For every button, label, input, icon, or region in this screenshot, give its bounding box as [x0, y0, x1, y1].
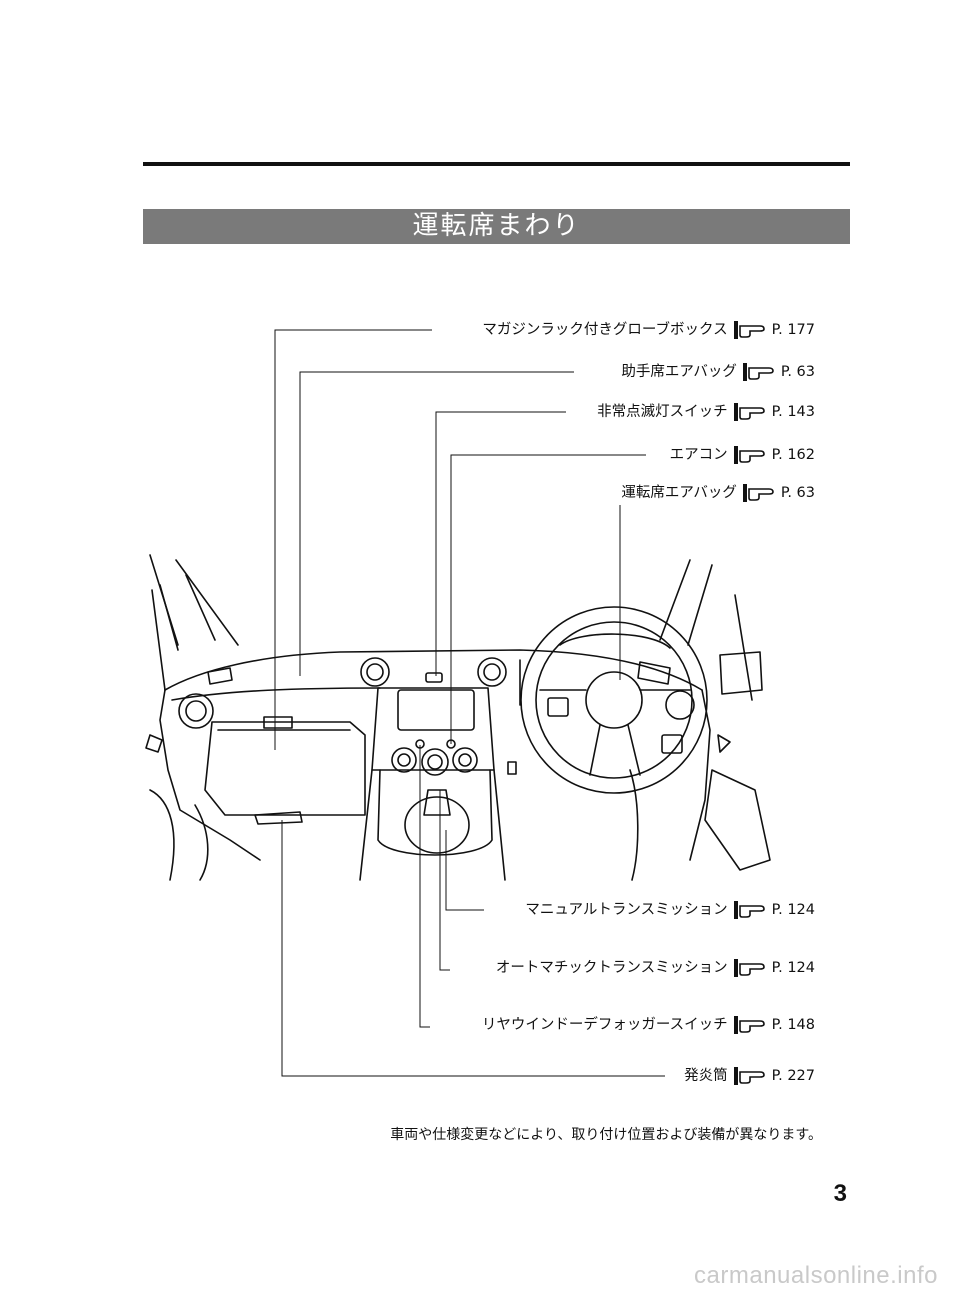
callout-label: 非常点滅灯スイッチ — [597, 404, 728, 420]
pointing-hand-icon — [733, 901, 765, 919]
callout-automatic-transmission: オートマチックトランスミッション P. 124 — [489, 956, 815, 980]
callout-page: P. 227 — [771, 1068, 815, 1084]
callout-label: 助手席エアバッグ — [621, 364, 737, 380]
callout-manual-transmission: マニュアルトランスミッション P. 124 — [519, 898, 815, 922]
pointing-hand-icon — [733, 446, 765, 464]
pointing-hand-icon — [733, 321, 765, 339]
callout-label: マガジンラック付きグローブボックス — [482, 322, 728, 338]
pointing-hand-icon — [742, 363, 774, 381]
callout-hazard-switch: 非常点滅灯スイッチ P. 143 — [591, 400, 815, 424]
callout-rear-defogger-switch: リヤウインドーデフォッガースイッチ P. 148 — [475, 1013, 815, 1037]
page-number: 3 — [833, 1180, 847, 1207]
callout-label: オートマチックトランスミッション — [495, 960, 728, 976]
pointing-hand-icon — [733, 959, 765, 977]
watermark: carmanualsonline.info — [694, 1262, 938, 1289]
callout-label: リヤウインドーデフォッガースイッチ — [481, 1017, 728, 1033]
callout-page: P. 143 — [771, 404, 815, 420]
callout-label: 発炎筒 — [684, 1068, 728, 1084]
callout-passenger-airbag: 助手席エアバッグ P. 63 — [615, 360, 815, 384]
pointing-hand-icon — [733, 1067, 765, 1085]
callout-page: P. 177 — [771, 322, 815, 338]
callout-page: P. 148 — [771, 1017, 815, 1033]
callout-page: P. 162 — [771, 447, 815, 463]
callout-glove-box: マガジンラック付きグローブボックス P. 177 — [476, 318, 815, 342]
pointing-hand-icon — [733, 1016, 765, 1034]
callout-label: マニュアルトランスミッション — [525, 902, 728, 918]
pointing-hand-icon — [742, 484, 774, 502]
callout-flare: 発炎筒 P. 227 — [678, 1064, 815, 1088]
callout-driver-airbag: 運転席エアバッグ P. 63 — [615, 481, 815, 505]
callout-page: P. 63 — [780, 364, 815, 380]
footnote: 車両や仕様変更などにより、取り付け位置および装備が異なります。 — [390, 1127, 822, 1143]
section-title: 運転席まわり — [143, 209, 850, 244]
callout-page: P. 63 — [780, 485, 815, 501]
callout-air-conditioner: エアコン P. 162 — [663, 443, 815, 467]
top-rule — [143, 162, 850, 166]
callout-page: P. 124 — [771, 960, 815, 976]
callout-label: エアコン — [669, 447, 728, 463]
callout-label: 運転席エアバッグ — [621, 485, 737, 501]
pointing-hand-icon — [733, 403, 765, 421]
callout-page: P. 124 — [771, 902, 815, 918]
